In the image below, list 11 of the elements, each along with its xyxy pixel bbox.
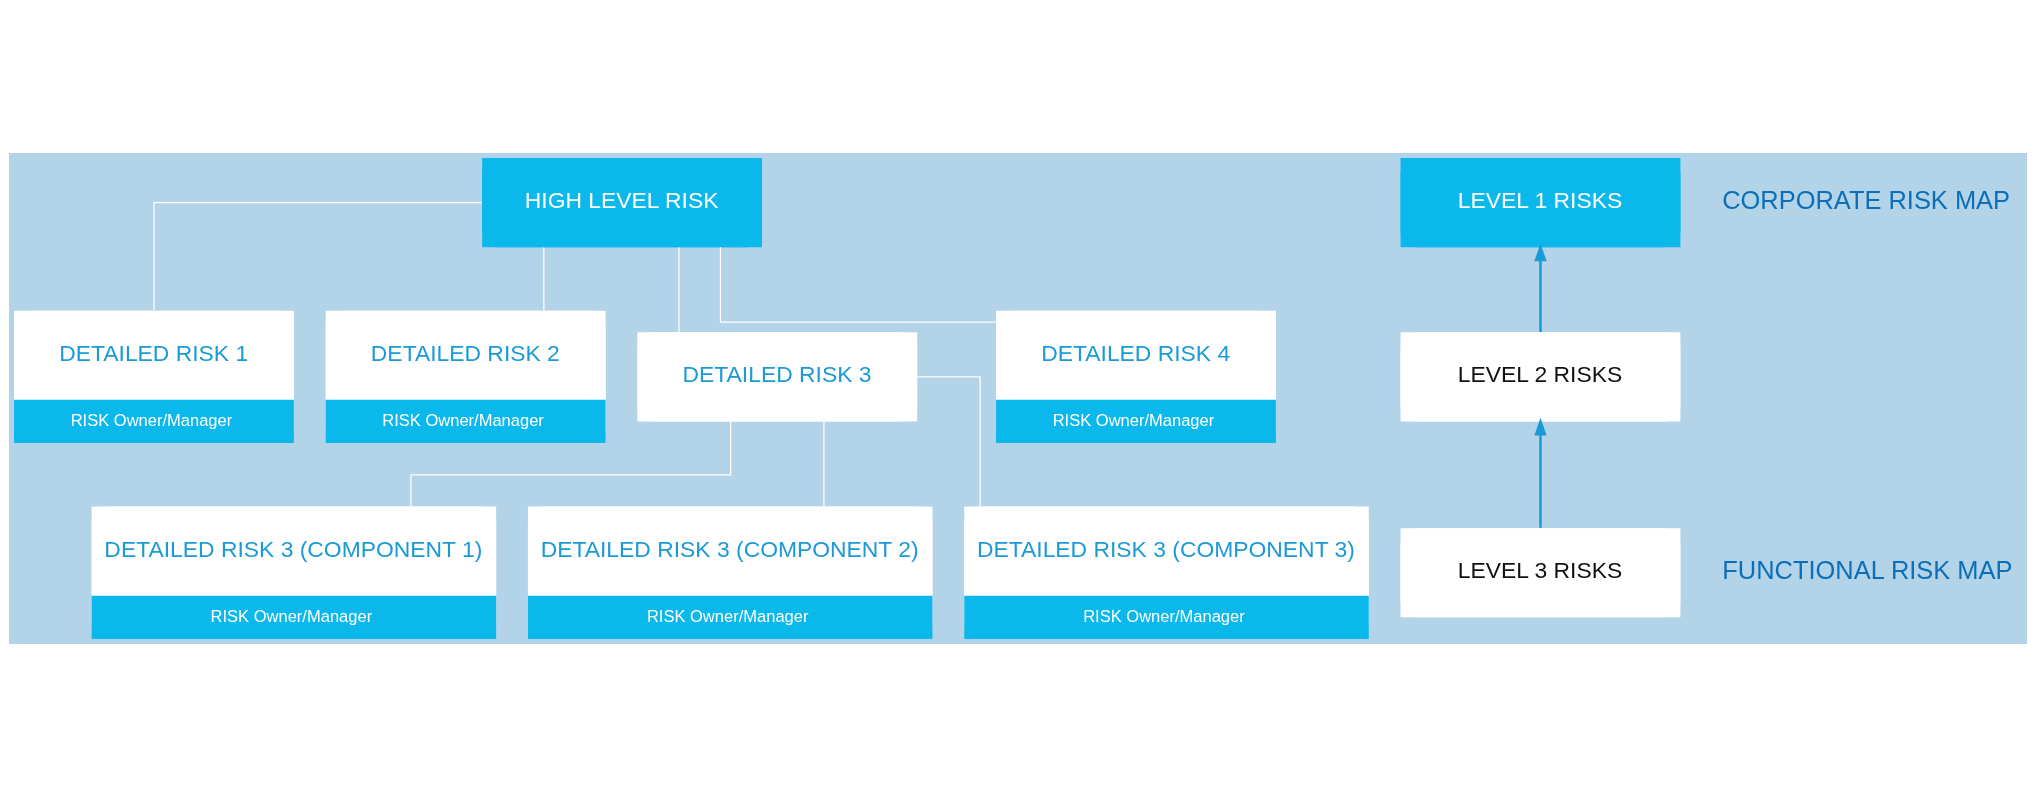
connector: [153, 201, 483, 312]
connector: [719, 246, 997, 323]
connector: [410, 421, 732, 507]
label: FUNCTIONAL RISK MAP: [1722, 556, 2013, 585]
label: CORPORATE RISK MAP: [1722, 185, 2011, 214]
connector: [543, 246, 545, 312]
arrow: [1534, 417, 1547, 528]
connector: [823, 421, 825, 508]
connector: [678, 246, 680, 333]
arrow: [1534, 243, 1547, 332]
connector: [917, 376, 981, 508]
